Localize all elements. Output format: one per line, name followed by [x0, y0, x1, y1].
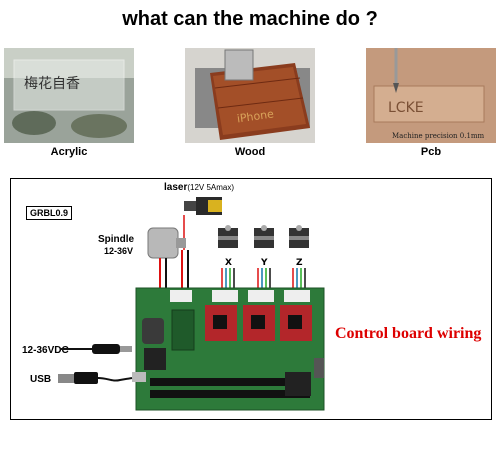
- spindle-voltage-label: 12-36V: [104, 246, 134, 256]
- usb-label: USB: [30, 374, 52, 385]
- control-board-title: Control board wiring: [335, 325, 482, 342]
- pcb-caption: Pcb: [420, 146, 442, 158]
- wood-caption: Wood: [234, 146, 266, 158]
- acrylic-sample-image: 梅花自香: [4, 48, 134, 143]
- pcb-engraving: LCKE: [388, 100, 424, 116]
- pcb-sample-image: LCKE Machine precision 0.1mm: [366, 48, 496, 143]
- power-input-label: 12-36VDC: [22, 345, 69, 356]
- page-heading: what can the machine do ?: [122, 8, 378, 30]
- pcb-precision-note: Machine precision 0.1mm: [392, 132, 485, 140]
- laser-label: laser(12V 5Amax): [164, 182, 235, 193]
- wood-engraving: iPhone: [236, 107, 275, 125]
- spindle-label: Spindle: [98, 234, 135, 245]
- acrylic-caption: Acrylic: [50, 146, 88, 158]
- wiring-panel: [10, 178, 492, 420]
- wood-sample-image: iPhone: [185, 48, 315, 143]
- firmware-badge: GRBL0.9: [26, 206, 73, 220]
- acrylic-engraving: 梅花自香: [24, 76, 80, 92]
